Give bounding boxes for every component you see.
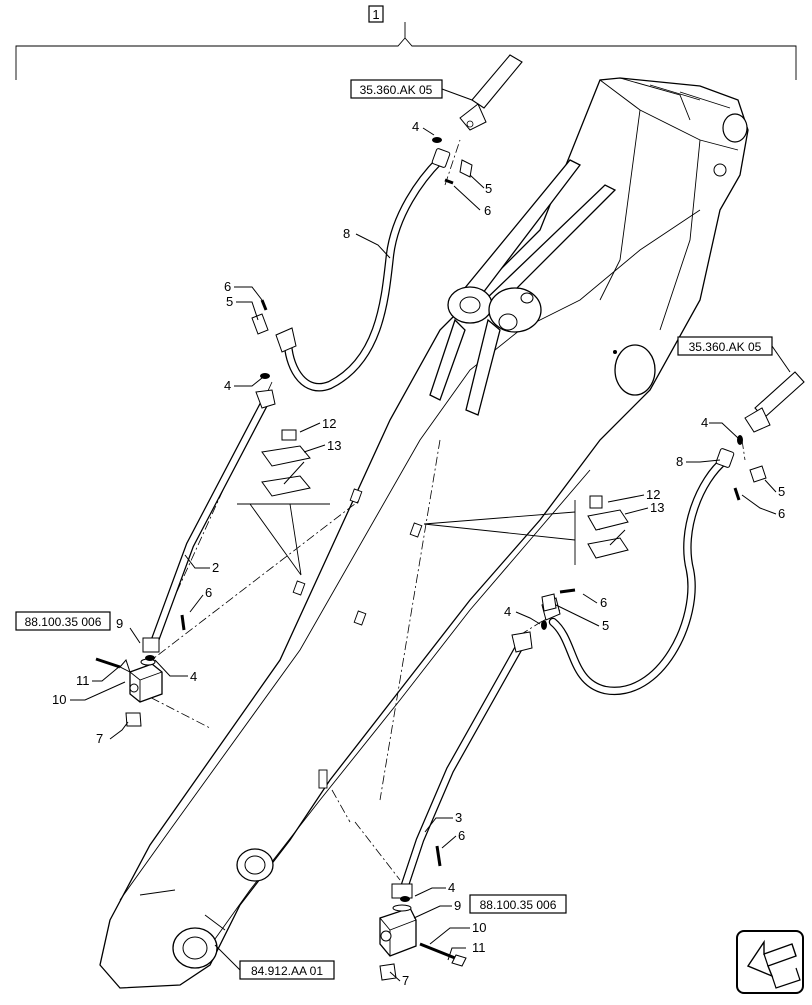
hose-stub-right [744,371,805,483]
hose-8-upper [275,148,451,392]
callout-10: 10 [52,692,66,707]
figure-bracket [15,5,797,80]
figure-number: 1 [372,7,379,22]
arrow-left-icon[interactable] [736,930,804,994]
hose-stub-top [459,54,523,131]
callout-4: 4 [412,119,419,134]
callout-5: 5 [602,618,609,633]
tube-2 [142,389,276,653]
ref-box-valve-left[interactable]: 88.100.35 006 [15,611,111,631]
fasteners [145,137,743,902]
callout-3: 3 [455,810,462,825]
callout-6: 6 [600,595,607,610]
callout-7: 7 [402,973,409,988]
callout-4: 4 [190,669,197,684]
callout-5: 5 [226,294,233,309]
callout-12: 12 [646,487,660,502]
detail-pointer-left [237,503,330,576]
clamp-detail-right [587,495,629,559]
callout-5: 5 [778,484,785,499]
valve-9-left [95,657,163,727]
callout-12: 12 [322,416,336,431]
callout-8: 8 [676,454,683,469]
callout-numbers: 4 5 6 8 6 5 4 12 13 2 6 9 4 11 10 7 4 8 … [52,119,785,988]
callout-4: 4 [504,604,511,619]
callout-6: 6 [484,203,491,218]
svg-text:84.912.AA 01: 84.912.AA 01 [251,964,323,978]
callout-7: 7 [96,731,103,746]
svg-text:35.360.AK 05: 35.360.AK 05 [689,340,762,354]
callout-4: 4 [701,415,708,430]
callout-10: 10 [472,920,486,935]
ref-box-hose-top-left[interactable]: 35.360.AK 05 [350,79,443,99]
callout-9: 9 [454,898,461,913]
hose-8-right [541,448,735,696]
ref-box-boom-end[interactable]: 84.912.AA 01 [239,960,335,980]
callout-6: 6 [778,506,785,521]
svg-text:35.360.AK 05: 35.360.AK 05 [360,83,433,97]
callout-2: 2 [212,560,219,575]
callout-5: 5 [485,181,492,196]
callout-6: 6 [458,828,465,843]
callout-9: 9 [116,616,123,631]
callout-4: 4 [448,880,455,895]
svg-text:88.100.35 006: 88.100.35 006 [25,615,102,629]
callout-6: 6 [224,279,231,294]
svg-text:88.100.35 006: 88.100.35 006 [480,898,557,912]
valve-9-bottom [379,904,467,981]
callout-11: 11 [76,673,90,688]
tube-3 [391,631,533,899]
callout-6: 6 [205,585,212,600]
ref-box-hose-right[interactable]: 35.360.AK 05 [677,336,773,356]
callout-8: 8 [343,226,350,241]
boom-arm [99,77,749,989]
callout-4: 4 [224,378,231,393]
callout-13: 13 [327,438,341,453]
callout-leaders [70,127,777,982]
ref-box-valve-bottom[interactable]: 88.100.35 006 [469,894,567,914]
detail-pointer-right [423,500,576,565]
callout-11: 11 [472,940,486,955]
callout-13: 13 [650,500,664,515]
clamp-detail-left [261,429,311,497]
